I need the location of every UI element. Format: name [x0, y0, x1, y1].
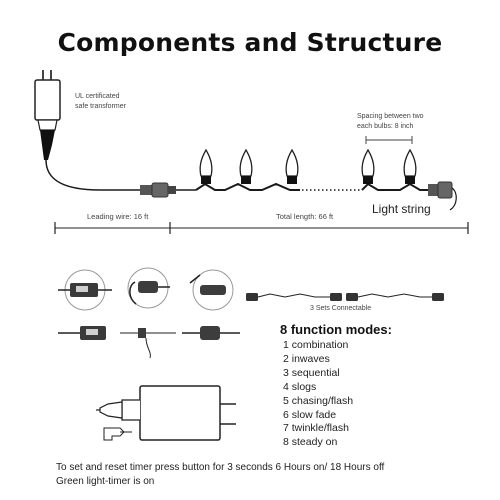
hand-pointing-icon: [103, 427, 132, 441]
leading-wire: [45, 159, 140, 191]
transformer-plug-icon: [34, 70, 61, 160]
bulb-icon: [285, 148, 299, 184]
list-item: 7 twinkle/flash: [283, 422, 349, 435]
connectable-strings: [246, 293, 444, 301]
timer-status: Green light-timer is on: [56, 476, 155, 487]
spacing-note: Spacing between two each bulbs: 8 inch: [357, 113, 424, 130]
plug-photo-detail: [182, 269, 240, 340]
bulb-icon: [403, 148, 417, 184]
connector-icon: [140, 182, 176, 198]
list-item: 6 slow fade: [283, 408, 337, 421]
modes-list: 1 combination 2 inwaves 3 sequential 4 s…: [283, 339, 353, 450]
connector-icon: [428, 181, 457, 211]
bulb-icon: [239, 148, 253, 184]
bulb-icon: [361, 148, 375, 184]
timer-instructions: To set and reset timer press button for …: [56, 462, 385, 473]
bulb-icon: [199, 148, 213, 184]
list-item: 2 inwaves: [283, 352, 330, 365]
transformer-note: UL certificated safe transformer: [75, 93, 126, 110]
list-item: 1 combination: [283, 339, 349, 351]
total-length-label: Total length: 66 ft: [276, 212, 334, 221]
controller-photo-detail: [58, 269, 112, 340]
connectable-label: 3 Sets Connectable: [310, 305, 372, 312]
modes-heading: 8 function modes:: [280, 322, 392, 337]
list-item: 5 chasing/flash: [283, 394, 354, 407]
light-string-label: Light string: [372, 202, 431, 216]
leading-wire-label: Leading wire: 16 ft: [87, 212, 149, 221]
list-item: 8 steady on: [283, 436, 338, 449]
page-title: Components and Structure: [57, 28, 443, 57]
list-item: 3 sequential: [283, 366, 340, 379]
list-item: 4 slogs: [283, 380, 317, 393]
waterproof-connector-photo-detail: [120, 267, 176, 359]
transformer-icon: [96, 385, 236, 441]
